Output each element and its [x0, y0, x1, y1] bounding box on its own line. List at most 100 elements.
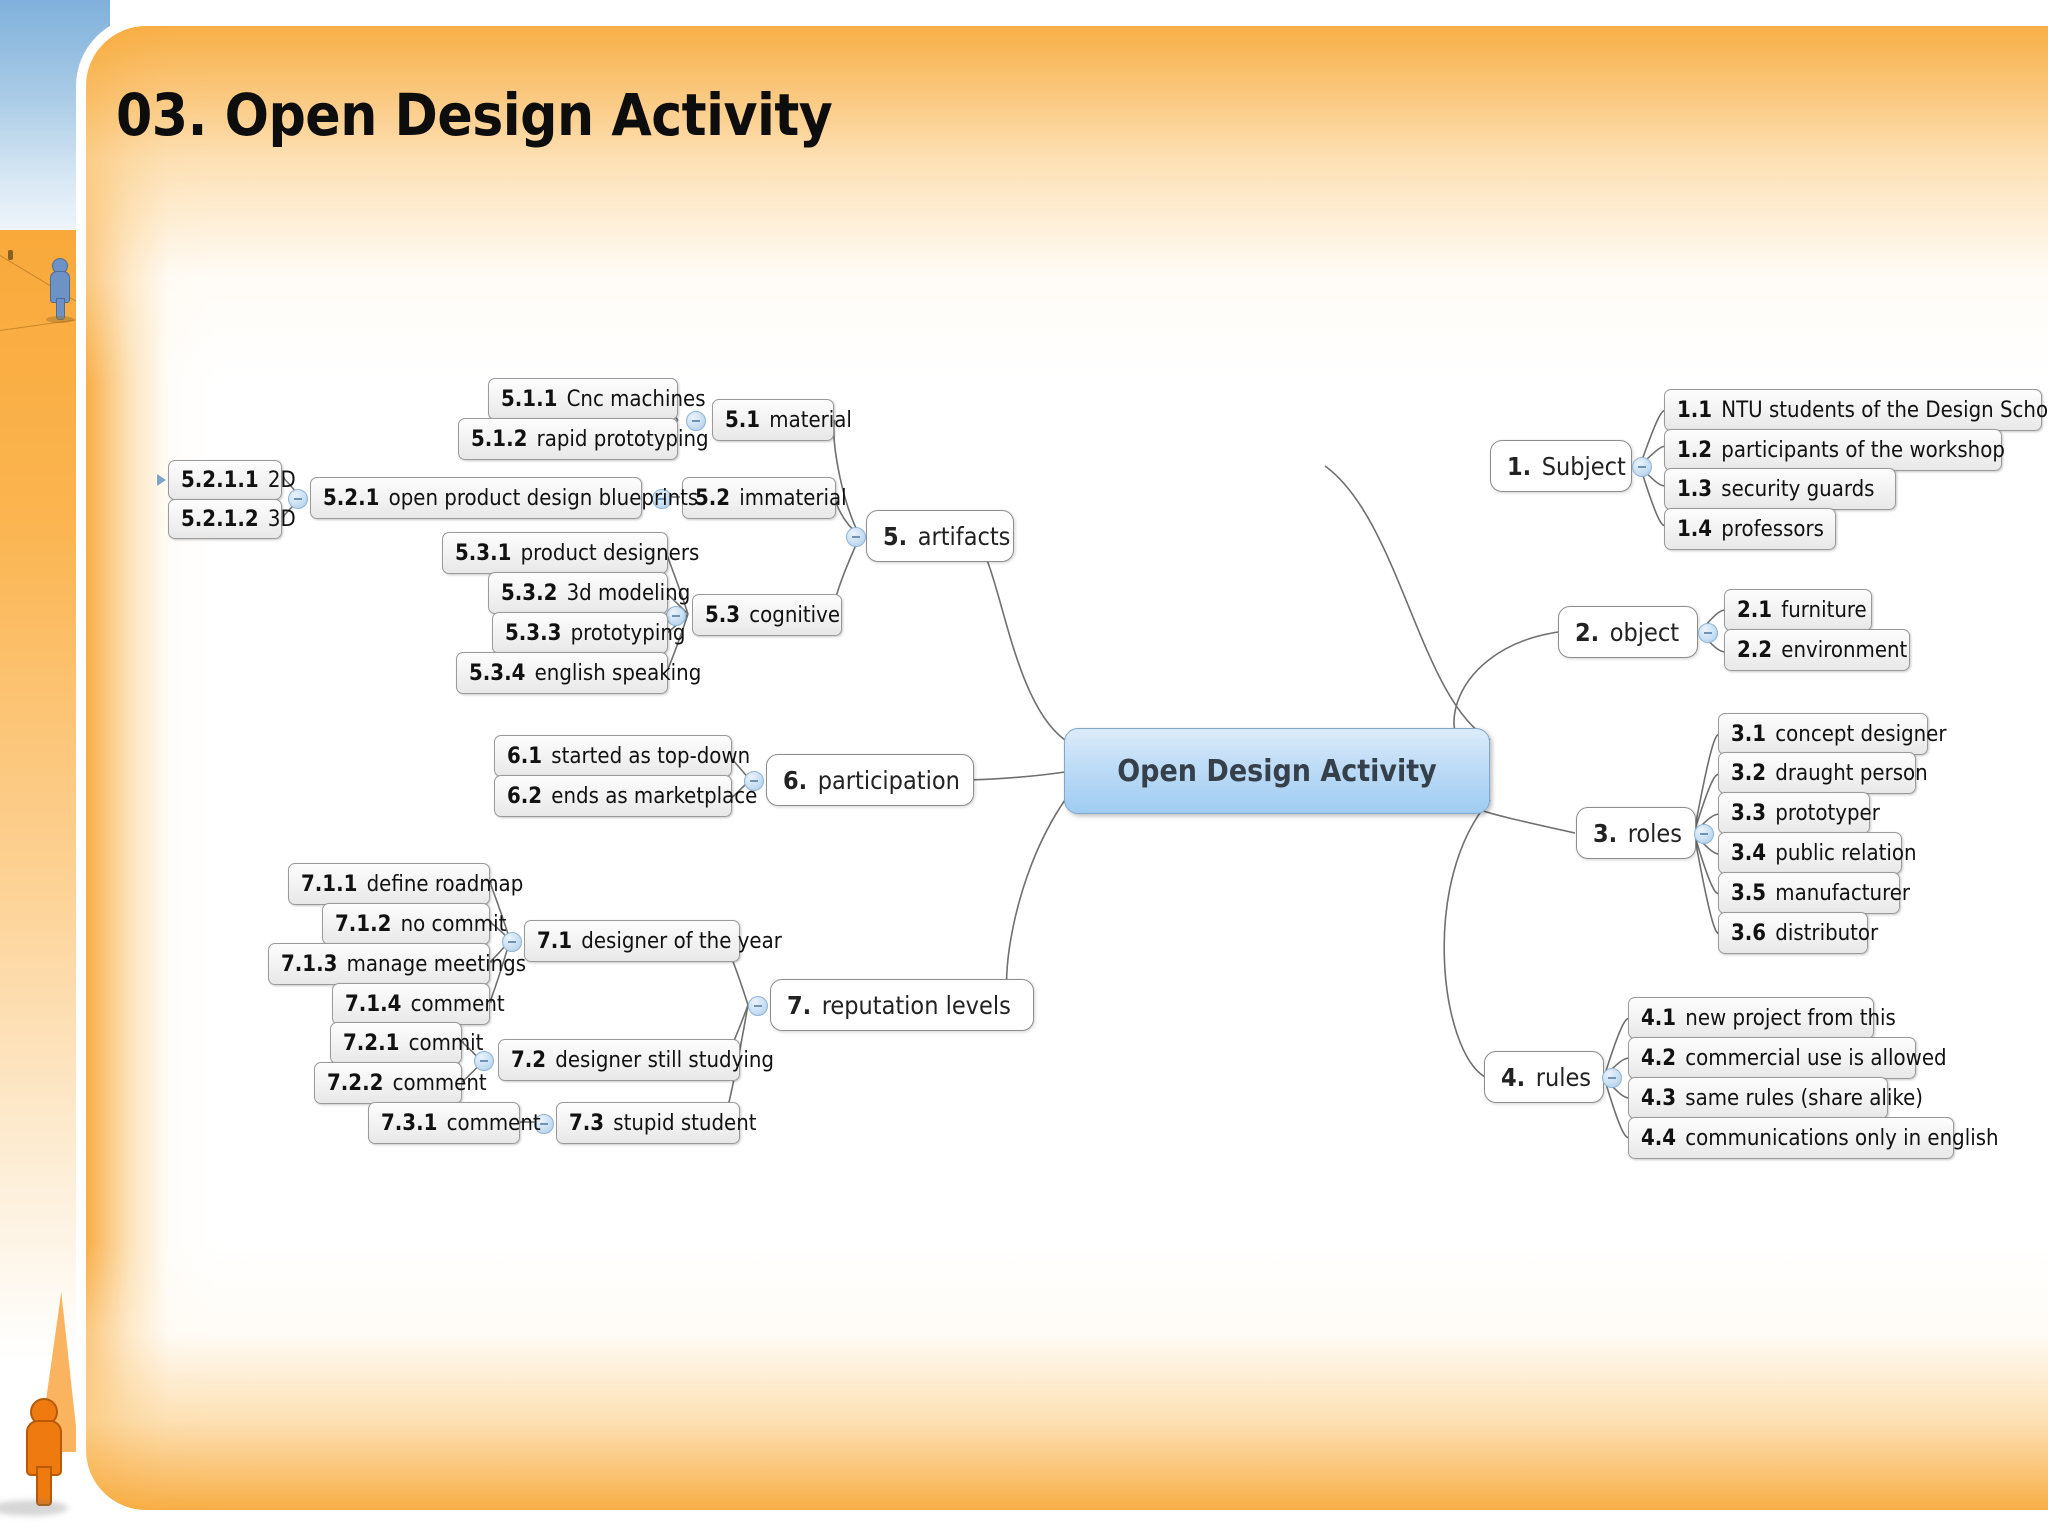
leaf-node[interactable]: 4.3 same rules (share alike): [1628, 1077, 1923, 1119]
leaf-node[interactable]: 3.1 concept designer: [1718, 713, 1947, 755]
node-number: 5.3.2: [501, 580, 558, 606]
leaf-node[interactable]: 5.3.2 3d modeling: [488, 572, 690, 614]
node-number: 4.4: [1641, 1125, 1677, 1151]
node-designer-of-the-year[interactable]: 7.1 designer of the year: [524, 920, 782, 962]
decor-person-shadow: [0, 1500, 68, 1516]
node-number: 4.3: [1641, 1085, 1677, 1111]
leaf-node[interactable]: 5.2.1.2 3D: [168, 499, 296, 539]
branch-node-rules[interactable]: 4. rules: [1484, 1051, 1604, 1103]
leaf-node[interactable]: 1.2 participants of the workshop: [1664, 429, 2005, 471]
leaf-node[interactable]: 2.1 furniture: [1724, 589, 1872, 631]
expand-marker-icon[interactable]: [157, 474, 166, 486]
node-label: roles: [1627, 818, 1682, 848]
collapse-handle-material[interactable]: [686, 411, 706, 431]
node-number: 5.1: [725, 407, 761, 433]
person-shadow: [46, 316, 74, 323]
branch-node-artifacts[interactable]: 5. artifacts: [866, 510, 1014, 562]
collapse-handle-rules[interactable]: [1602, 1068, 1622, 1088]
leaf-node[interactable]: 1.1 NTU students of the Design School: [1664, 389, 2048, 431]
node-number: 6.1: [507, 743, 543, 769]
leaf-node[interactable]: 4.4 communications only in english: [1628, 1117, 1999, 1159]
node-number: 2.2: [1737, 637, 1773, 663]
leaf-node[interactable]: 3.5 manufacturer: [1718, 872, 1910, 914]
node-label: draught person: [1775, 760, 1928, 786]
leaf-node[interactable]: 4.2 commercial use is allowed: [1628, 1037, 1947, 1079]
branch-node-participation[interactable]: 6. participation: [766, 754, 974, 806]
node-label: participants of the workshop: [1721, 437, 2005, 463]
collapse-handle-artifacts[interactable]: [846, 527, 866, 547]
collapse-handle-still-studying[interactable]: [474, 1051, 494, 1071]
node-label: environment: [1781, 637, 1908, 663]
leaf-node[interactable]: 6.1 started as top-down: [494, 735, 750, 777]
leaf-node[interactable]: 1.4 professors: [1664, 508, 1836, 550]
mindmap-root-node[interactable]: Open Design Activity: [1064, 728, 1490, 814]
leaf-node[interactable]: 5.1.1 Cnc machines: [488, 378, 706, 420]
leaf-node[interactable]: 7.1.2 no commit: [322, 903, 506, 945]
leaf-node[interactable]: 1.3 security guards: [1664, 468, 1896, 510]
node-label: Cnc machines: [566, 386, 706, 412]
node-stupid-student[interactable]: 7.3 stupid student: [556, 1102, 757, 1144]
leaf-node[interactable]: 5.2.1.1 2D: [168, 460, 296, 500]
leaf-node[interactable]: 7.2.2 comment: [314, 1062, 487, 1104]
node-label: communications only in english: [1685, 1125, 1999, 1151]
leaf-node[interactable]: 5.3.4 english speaking: [456, 652, 701, 694]
leaf-node[interactable]: 3.6 distributor: [1718, 912, 1878, 954]
leaf-node[interactable]: 7.1.3 manage meetings: [268, 943, 526, 985]
leaf-node[interactable]: 5.3.1 product designers: [442, 532, 699, 574]
leaf-node[interactable]: 5.1.2 rapid prototyping: [458, 418, 709, 460]
node-number: 3.6: [1731, 920, 1767, 946]
node-label: ends as marketplace: [551, 783, 758, 809]
leaf-node[interactable]: 3.3 prototyper: [1718, 792, 1880, 834]
node-label: 3d modeling: [566, 580, 691, 606]
collapse-handle-designer-year[interactable]: [502, 932, 522, 952]
node-number: 5.3.1: [455, 540, 512, 566]
leaf-node[interactable]: 4.1 new project from this: [1628, 997, 1896, 1039]
node-label: concept designer: [1775, 721, 1947, 747]
node-open-blueprints[interactable]: 5.2.1 open product design blueprints: [310, 477, 698, 519]
node-cognitive[interactable]: 5.3 cognitive: [692, 594, 842, 636]
node-label: prototyper: [1775, 800, 1880, 826]
branch-node-subject[interactable]: 1. Subject: [1490, 440, 1632, 492]
node-label: distributor: [1775, 920, 1879, 946]
node-number: 2.1: [1737, 597, 1773, 623]
collapse-handle-object[interactable]: [1698, 623, 1718, 643]
collapse-handle-roles[interactable]: [1694, 824, 1714, 844]
node-label: prototyping: [570, 620, 686, 646]
node-number: 5.3.3: [505, 620, 562, 646]
leaf-node[interactable]: 3.2 draught person: [1718, 752, 1928, 794]
node-label: manufacturer: [1775, 880, 1911, 906]
branch-node-object[interactable]: 2. object: [1558, 606, 1698, 658]
node-label: commercial use is allowed: [1685, 1045, 1947, 1071]
node-number: 5.2.1.1: [181, 467, 259, 493]
node-number: 3.3: [1731, 800, 1767, 826]
node-material[interactable]: 5.1 material: [712, 399, 852, 441]
node-number: 4.1: [1641, 1005, 1677, 1031]
node-label: designer still studying: [555, 1047, 774, 1073]
node-label: new project from this: [1685, 1005, 1896, 1031]
node-number: 7.1.3: [281, 951, 338, 977]
collapse-handle-stupid-student[interactable]: [534, 1114, 554, 1134]
branch-node-roles[interactable]: 3. roles: [1576, 807, 1696, 859]
leaf-node[interactable]: 5.3.3 prototyping: [492, 612, 685, 654]
node-number: 1.3: [1677, 476, 1713, 502]
collapse-handle-participation[interactable]: [744, 771, 764, 791]
node-designer-still-studying[interactable]: 7.2 designer still studying: [498, 1039, 774, 1081]
decor-post-icon: [8, 250, 13, 260]
collapse-handle-blueprints[interactable]: [288, 489, 308, 509]
leaf-node[interactable]: 7.1.1 define roadmap: [288, 863, 523, 905]
collapse-handle-reputation[interactable]: [748, 996, 768, 1016]
leaf-node[interactable]: 2.2 environment: [1724, 629, 1910, 671]
branch-node-reputation[interactable]: 7. reputation levels: [770, 979, 1034, 1031]
leaf-node[interactable]: 3.4 public relation: [1718, 832, 1917, 874]
node-number: 5.3.4: [469, 660, 526, 686]
node-immaterial[interactable]: 5.2 immaterial: [682, 477, 847, 519]
leaf-node[interactable]: 7.1.4 comment: [332, 983, 505, 1025]
collapse-handle-immaterial[interactable]: [652, 489, 672, 509]
leaf-node[interactable]: 7.2.1 commit: [330, 1022, 483, 1064]
leaf-node[interactable]: 6.2 ends as marketplace: [494, 775, 757, 817]
node-label: stupid student: [613, 1110, 757, 1136]
collapse-handle-subject[interactable]: [1632, 457, 1652, 477]
leaf-node[interactable]: 7.3.1 comment: [368, 1102, 541, 1144]
node-number: 7.3: [569, 1110, 605, 1136]
node-number: 3.2: [1731, 760, 1767, 786]
